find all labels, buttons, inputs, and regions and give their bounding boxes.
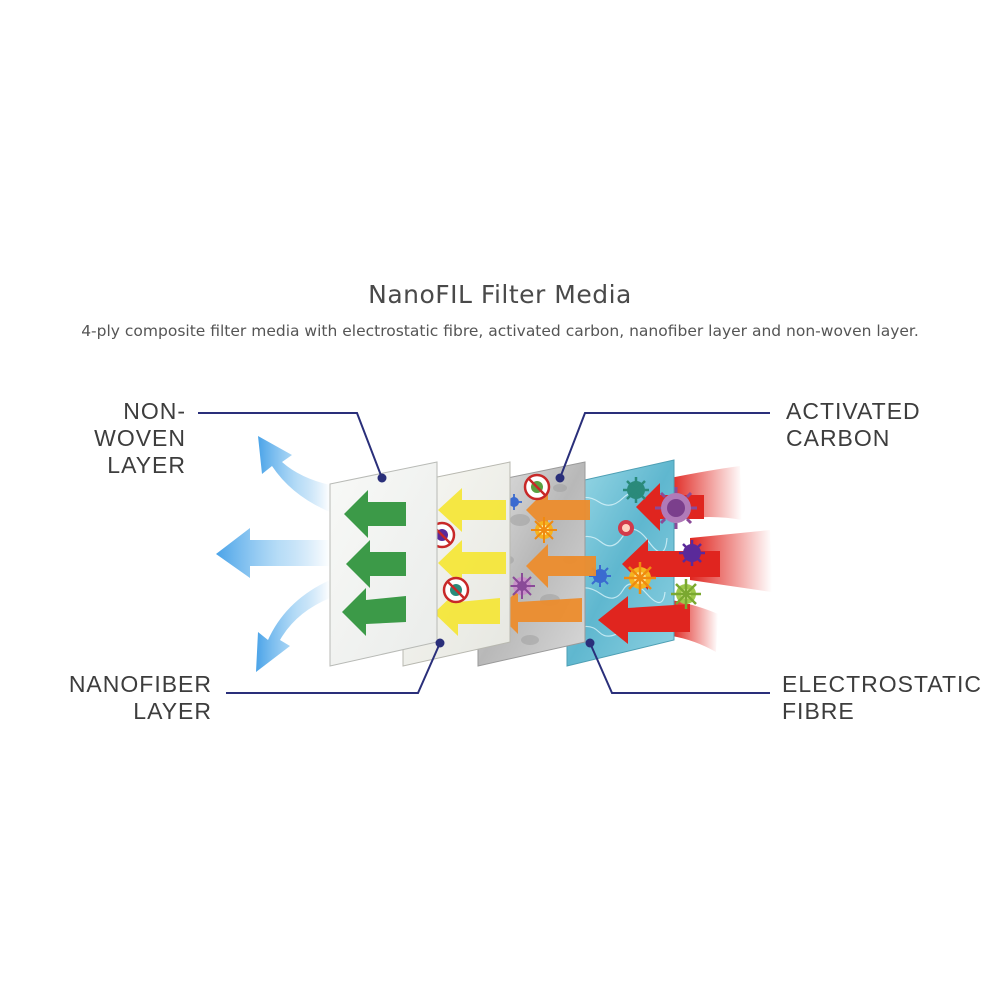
virus-icon: [655, 487, 697, 529]
outgoing-clean-air: [216, 436, 330, 672]
leader-lines: [198, 412, 770, 694]
label-electrostatic-fibre: ELECTROSTATIC FIBRE: [782, 671, 982, 724]
label-non-woven-layer: NON-WOVEN LAYER: [94, 398, 186, 478]
leader-line-non-woven: [198, 412, 383, 479]
label-activated-carbon: ACTIVATED CARBON: [786, 398, 921, 451]
virus-icon: [624, 562, 656, 594]
nanofiber-arrow: [438, 540, 506, 586]
nonwoven-arrow: [342, 588, 406, 636]
electrostatic-arrow: [598, 596, 690, 644]
carbon-arrow: [496, 590, 582, 634]
leader-dot: [585, 638, 595, 648]
label-nanofiber-layer: NANOFIBER LAYER: [68, 671, 212, 724]
leader-dots: [377, 473, 595, 648]
nonwoven-arrow: [344, 490, 406, 538]
clean-air-arrow-left: [216, 528, 330, 578]
leader-dot: [435, 638, 445, 648]
blocked-pathogen-icon: [442, 576, 470, 604]
leader-dot: [555, 473, 565, 483]
leader-line-nanofiber: [226, 642, 441, 694]
clean-air-arrow-up: [258, 436, 330, 512]
leader-dot: [377, 473, 387, 483]
virus-icon: [531, 517, 557, 543]
non-woven-panel: [329, 461, 438, 667]
virus-icon: [618, 520, 634, 536]
page-subtitle: 4-ply composite filter media with electr…: [81, 322, 919, 340]
clean-air-arrow-down: [256, 580, 330, 672]
virus-icon: [623, 477, 649, 503]
nanofiber-arrow: [438, 488, 506, 532]
nonwoven-arrow: [346, 540, 406, 588]
leader-line-electrostatic: [589, 642, 770, 694]
page-title: NanoFIL Filter Media: [368, 280, 632, 309]
leader-line-activated-carbon: [559, 412, 770, 479]
virus-icon: [679, 540, 705, 566]
virus-icon: [509, 573, 535, 599]
blocked-pathogen-icon: [523, 473, 551, 501]
virus-icon: [671, 579, 701, 609]
carbon-arrow: [526, 544, 596, 588]
